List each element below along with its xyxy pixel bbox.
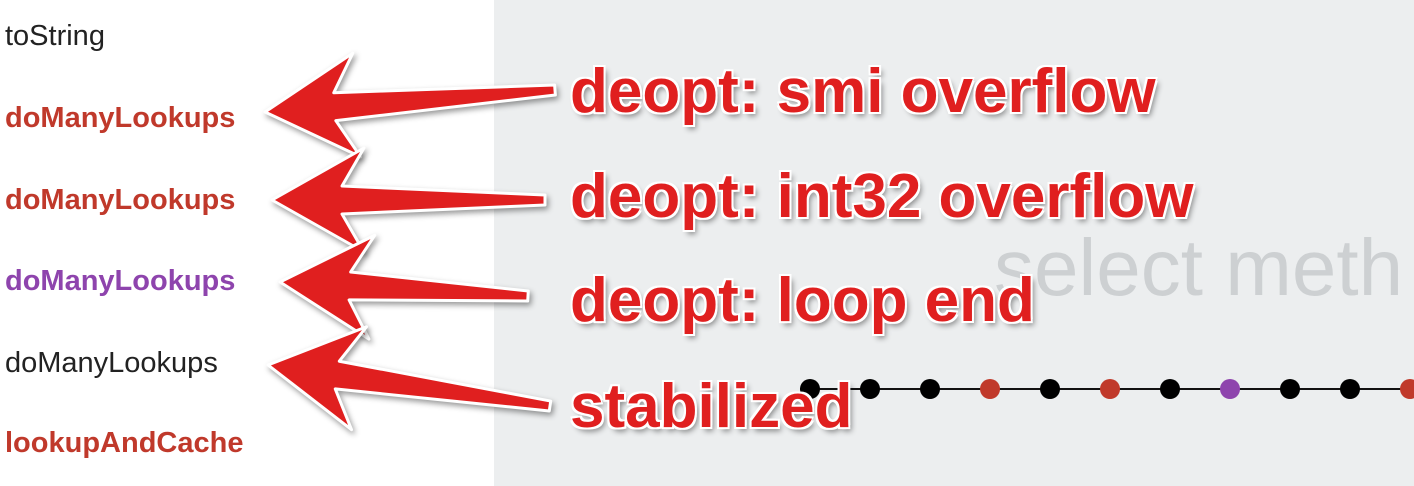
annotation-stabilized: stabilized [569,372,854,441]
timeline-dot[interactable] [860,379,880,399]
timeline-dot[interactable] [1040,379,1060,399]
timeline-dots [800,379,1414,399]
timeline-dot[interactable] [1280,379,1300,399]
timeline-dot[interactable] [1100,379,1120,399]
timeline-dot[interactable] [920,379,940,399]
method-item-domanylookups-2[interactable]: doManyLookups [5,184,236,216]
method-item-domanylookups-1[interactable]: doManyLookups [5,102,236,134]
method-detail-panel [494,0,1414,486]
method-item-lookupandcache[interactable]: lookupAndCache [5,427,244,459]
method-list: toString doManyLookups doManyLookups doM… [0,0,494,486]
method-item-domanylookups-3[interactable]: doManyLookups [5,265,236,297]
timeline-dot[interactable] [980,379,1000,399]
timeline-dot[interactable] [1340,379,1360,399]
annotation-loop-end: deopt: loop end [569,266,1036,335]
empty-state-placeholder: select meth [994,223,1404,312]
method-item-domanylookups-4[interactable]: doManyLookups [5,347,218,379]
timeline-dot[interactable] [1400,379,1414,399]
method-item-tostring[interactable]: toString [5,20,105,52]
timeline-dot[interactable] [1160,379,1180,399]
timeline-dot[interactable] [1220,379,1240,399]
annotation-smi-overflow: deopt: smi overflow [569,57,1157,126]
annotation-int32-overflow: deopt: int32 overflow [569,162,1194,231]
timeline-dot[interactable] [800,379,820,399]
